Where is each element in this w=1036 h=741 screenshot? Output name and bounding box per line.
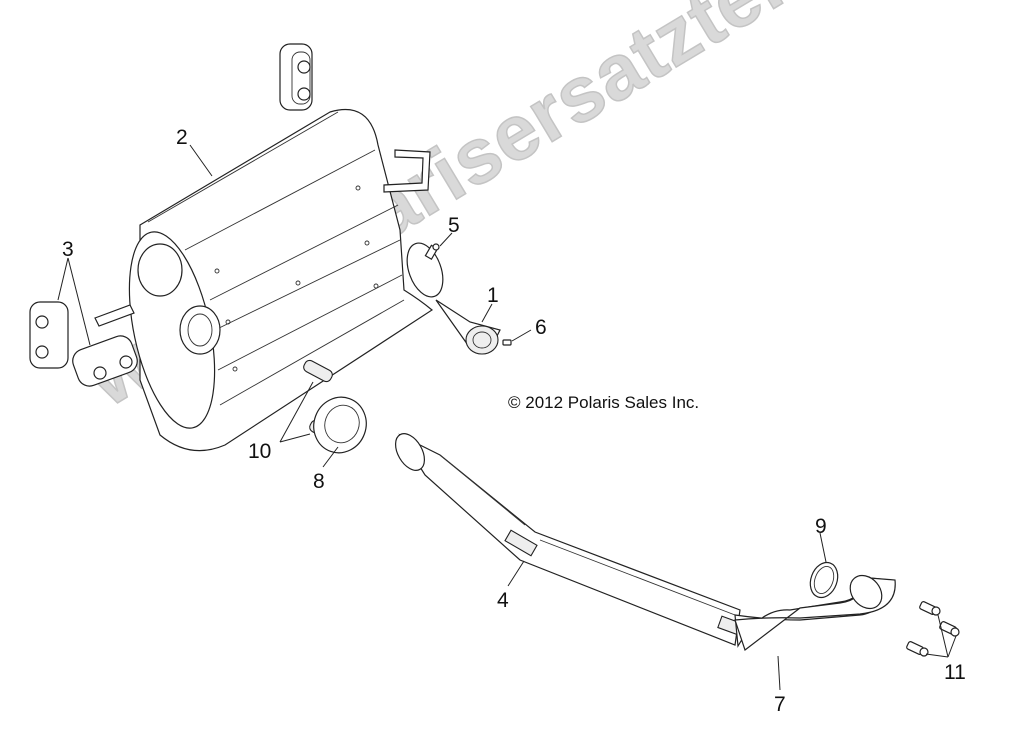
callout-11: 11 bbox=[944, 661, 966, 684]
callout-5: 5 bbox=[448, 214, 460, 237]
bolts bbox=[906, 601, 960, 657]
callout-6: 6 bbox=[535, 316, 547, 339]
isolator-mounts-side bbox=[29, 301, 138, 387]
callout-1: 1 bbox=[487, 284, 499, 307]
muffler bbox=[94, 108, 444, 452]
exhaust-seal bbox=[313, 396, 367, 454]
exhaust-pipe bbox=[394, 433, 751, 646]
callout-9: 9 bbox=[815, 515, 827, 538]
head-pipe bbox=[734, 574, 896, 651]
copyright-notice: © 2012 Polaris Sales Inc. bbox=[508, 393, 700, 412]
screw-5 bbox=[424, 243, 440, 261]
callout-8: 8 bbox=[313, 470, 325, 493]
isolator-mount-top bbox=[279, 43, 313, 111]
callout-2: 2 bbox=[176, 126, 188, 149]
callout-3: 3 bbox=[62, 238, 74, 261]
gasket bbox=[809, 561, 839, 599]
callout-10: 10 bbox=[248, 440, 272, 463]
callout-4: 4 bbox=[497, 589, 509, 612]
spark-arrestor bbox=[435, 299, 501, 355]
leader-lines bbox=[57, 144, 957, 691]
screw-6 bbox=[502, 339, 512, 346]
callout-7: 7 bbox=[774, 693, 786, 716]
